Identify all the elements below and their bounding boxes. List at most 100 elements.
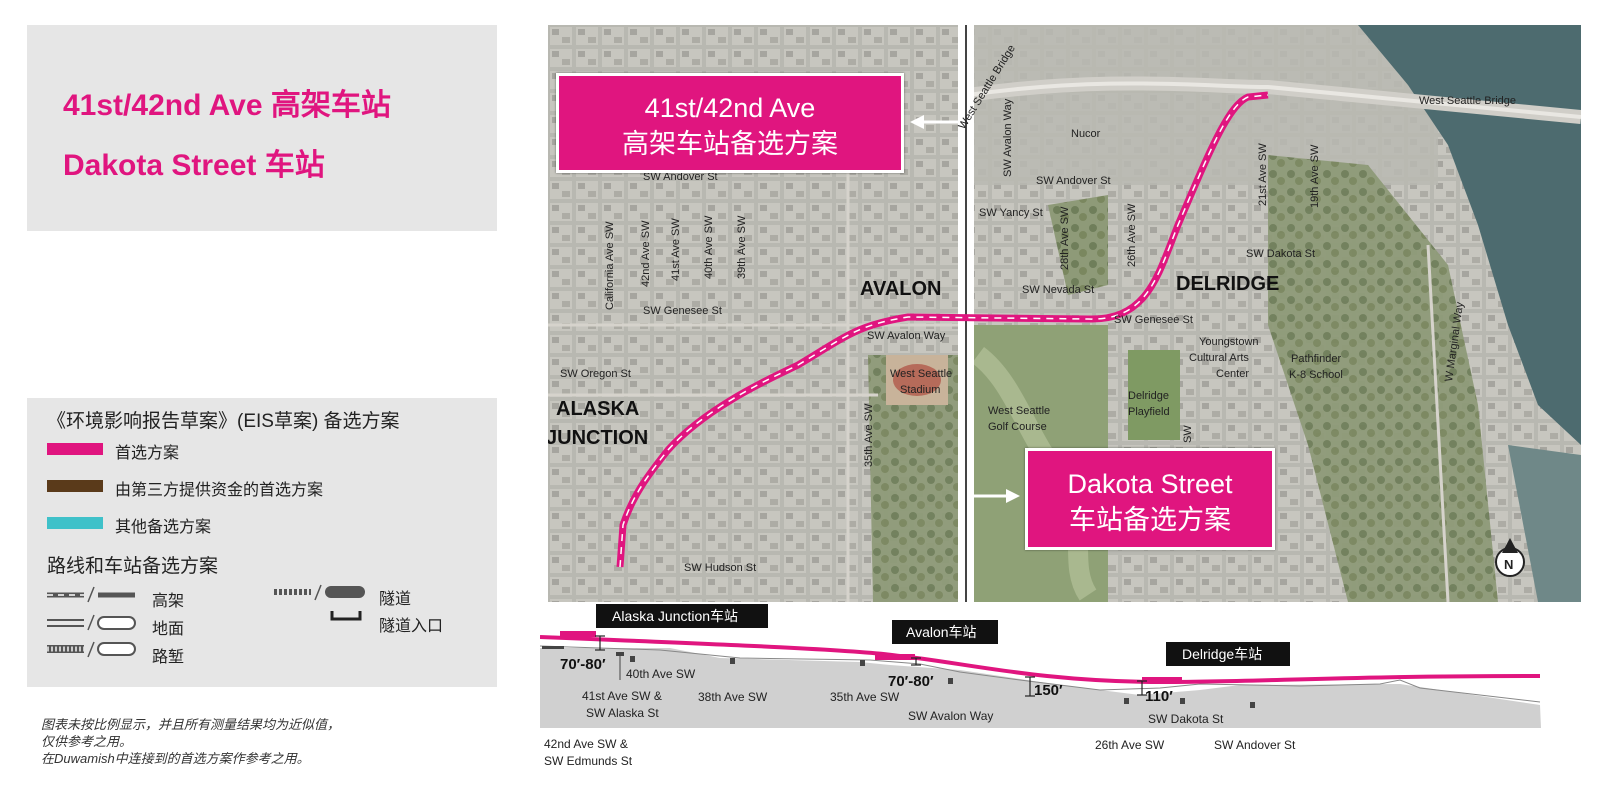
platform-delridge bbox=[1142, 677, 1182, 683]
place-pathfinder-2: K-8 School bbox=[1289, 369, 1343, 381]
cross-40th: 40th Ave SW bbox=[626, 667, 696, 681]
legend-swatch-preferred bbox=[47, 443, 103, 455]
legend-label-other: 其他备选方案 bbox=[115, 519, 212, 536]
place-golf-1: West Seattle bbox=[988, 405, 1050, 417]
place-golf-2: Golf Course bbox=[988, 421, 1047, 433]
place-pathfinder-1: Pathfinder bbox=[1291, 353, 1341, 365]
footnote-line2: 仅供参考之用。 bbox=[41, 734, 133, 749]
footnote: 图表未按比例显示，并且所有测量结果均为近似值， 仅供参考之用。 在Duwamis… bbox=[41, 716, 481, 767]
page-title-line1: 41st/42nd Ave 高架车站 bbox=[63, 89, 391, 122]
cross-26th: 26th Ave SW bbox=[1095, 738, 1165, 752]
place-stadium-2: Stadium bbox=[900, 384, 940, 396]
place-nucor: Nucor bbox=[1071, 128, 1101, 140]
street-19th: 19th Ave SW bbox=[1309, 144, 1321, 208]
cross-42nd-line1: 42nd Ave SW & bbox=[544, 737, 628, 751]
place-stadium-1: West Seattle bbox=[890, 368, 952, 380]
callout-41st-42nd-line2: 高架车站备选方案 bbox=[622, 129, 838, 159]
route-label-at-grade: 地面 bbox=[152, 621, 185, 638]
legend-swatch-third-party bbox=[47, 480, 103, 492]
street-dakota: SW Dakota St bbox=[1246, 248, 1315, 260]
street-sw-fragment: SW bbox=[1182, 425, 1194, 443]
cross-avalon-way: SW Avalon Way bbox=[908, 709, 993, 723]
legend-route-heading: 路线和车站备选方案 bbox=[47, 556, 219, 577]
flag-avalon bbox=[892, 620, 998, 644]
cross-35th: 35th Ave SW bbox=[830, 690, 900, 704]
route-type-symbols bbox=[47, 584, 365, 658]
neighborhood-alaska: ALASKA bbox=[556, 398, 639, 420]
platform-avalon bbox=[875, 654, 915, 660]
street-andover-east: SW Andover St bbox=[1036, 175, 1111, 187]
place-delridge-playfield-1: Delridge bbox=[1128, 390, 1169, 402]
neighborhood-delridge: DELRIDGE bbox=[1176, 273, 1279, 295]
street-26th: 26th Ave SW bbox=[1126, 203, 1138, 267]
flag-alaska bbox=[596, 604, 768, 628]
cross-dakota: SW Dakota St bbox=[1148, 712, 1224, 726]
place-youngstown-2: Cultural Arts bbox=[1189, 352, 1249, 364]
street-genesee-west: SW Genesee St bbox=[643, 305, 722, 317]
legend-swatch-other bbox=[47, 517, 103, 529]
street-28th: 28th Ave SW bbox=[1059, 206, 1071, 270]
elevated-symbol bbox=[47, 586, 135, 603]
at-grade-symbol bbox=[47, 614, 136, 631]
route-map[interactable]: California Ave SW 42nd Ave SW 41st Ave S… bbox=[548, 25, 1581, 602]
page-title-line2: Dakota Street 车站 bbox=[63, 149, 325, 182]
street-42nd: 42nd Ave SW bbox=[640, 220, 652, 287]
callout-dakota-line1: Dakota Street bbox=[1067, 469, 1233, 499]
callout-dakota-street[interactable]: Dakota Street 车站备选方案 bbox=[1025, 448, 1275, 550]
street-genesee-east: SW Genesee St bbox=[1114, 314, 1193, 326]
street-nevada: SW Nevada St bbox=[1022, 284, 1094, 296]
neighborhood-junction: JUNCTION bbox=[548, 427, 648, 449]
street-wsb: West Seattle Bridge bbox=[1419, 95, 1516, 107]
legend-label-preferred: 首选方案 bbox=[115, 445, 180, 462]
street-39th: 39th Ave SW bbox=[736, 215, 748, 279]
street-35th: 35th Ave SW bbox=[863, 403, 875, 467]
neighborhood-avalon: AVALON bbox=[860, 278, 941, 300]
map-canvas bbox=[548, 25, 1581, 602]
route-label-tunnel: 隧道 bbox=[379, 591, 412, 608]
street-andover-west: SW Andover St bbox=[643, 171, 718, 183]
tunnel-portal-symbol bbox=[330, 611, 362, 621]
elevation-profile: Alaska Junction车站 Avalon车站 Delridge车站 70… bbox=[540, 604, 1541, 768]
place-youngstown-3: Center bbox=[1216, 368, 1249, 380]
place-youngstown-1: Youngstown bbox=[1199, 336, 1259, 348]
cross-38th: 38th Ave SW bbox=[698, 690, 768, 704]
street-41st: 41st Ave SW bbox=[670, 218, 682, 281]
place-delridge-playfield-2: Playfield bbox=[1128, 406, 1170, 418]
street-21st: 21st Ave SW bbox=[1257, 143, 1269, 206]
height-label-avalon: 70′-80′ bbox=[888, 673, 934, 690]
street-oregon: SW Oregon St bbox=[560, 368, 631, 380]
title-panel: 41st/42nd Ave 高架车站 Dakota Street 车站 bbox=[27, 25, 497, 231]
street-hudson: SW Hudson St bbox=[684, 562, 756, 574]
street-california: California Ave SW bbox=[604, 221, 616, 310]
street-avalon-way: SW Avalon Way bbox=[867, 330, 946, 342]
street-yancy: SW Yancy St bbox=[979, 207, 1043, 219]
route-label-retained-cut: 路堑 bbox=[152, 649, 185, 666]
station-avalon: Avalon车站 bbox=[906, 624, 977, 640]
callout-41st-42nd-line1: 41st/42nd Ave bbox=[644, 93, 816, 123]
height-label-midspan: 150′ bbox=[1034, 682, 1063, 699]
north-arrow-label: N bbox=[1504, 557, 1513, 572]
legend-heading: 《环境影响报告草案》(EIS草案) 备选方案 bbox=[47, 411, 400, 432]
cross-42nd-line2: SW Edmunds St bbox=[544, 754, 633, 768]
retained-cut-symbol bbox=[47, 641, 136, 658]
callout-dakota-line2: 车站备选方案 bbox=[1069, 505, 1231, 535]
station-delridge: Delridge车站 bbox=[1182, 646, 1262, 662]
legend-label-third-party: 由第三方提供资金的首选方案 bbox=[115, 482, 324, 499]
flag-delridge bbox=[1166, 642, 1290, 666]
height-label-delridge: 110′ bbox=[1145, 688, 1173, 705]
tunnel-symbol bbox=[274, 584, 365, 601]
street-marginal: W Marginal Way bbox=[1443, 301, 1466, 383]
cross-andover: SW Andover St bbox=[1214, 738, 1296, 752]
cross-41st-line1: 41st Ave SW & bbox=[582, 689, 662, 703]
platform-alaska bbox=[560, 631, 596, 637]
station-alaska: Alaska Junction车站 bbox=[612, 608, 738, 624]
footnote-line1: 图表未按比例显示，并且所有测量结果均为近似值， bbox=[41, 717, 341, 732]
street-40th: 40th Ave SW bbox=[703, 215, 715, 279]
legend-panel: 《环境影响报告草案》(EIS草案) 备选方案 首选方案 由第三方提供资金的首选方… bbox=[27, 398, 497, 687]
height-label-alaska: 70′-80′ bbox=[560, 656, 606, 673]
callout-41st-42nd[interactable]: 41st/42nd Ave 高架车站备选方案 bbox=[556, 73, 904, 173]
footnote-line3: 在Duwamish中连接到的首选方案作参考之用。 bbox=[41, 751, 310, 766]
route-label-tunnel-portal: 隧道入口 bbox=[379, 618, 444, 635]
route-label-elevated: 高架 bbox=[152, 593, 185, 610]
cross-41st-line2: SW Alaska St bbox=[586, 706, 659, 720]
